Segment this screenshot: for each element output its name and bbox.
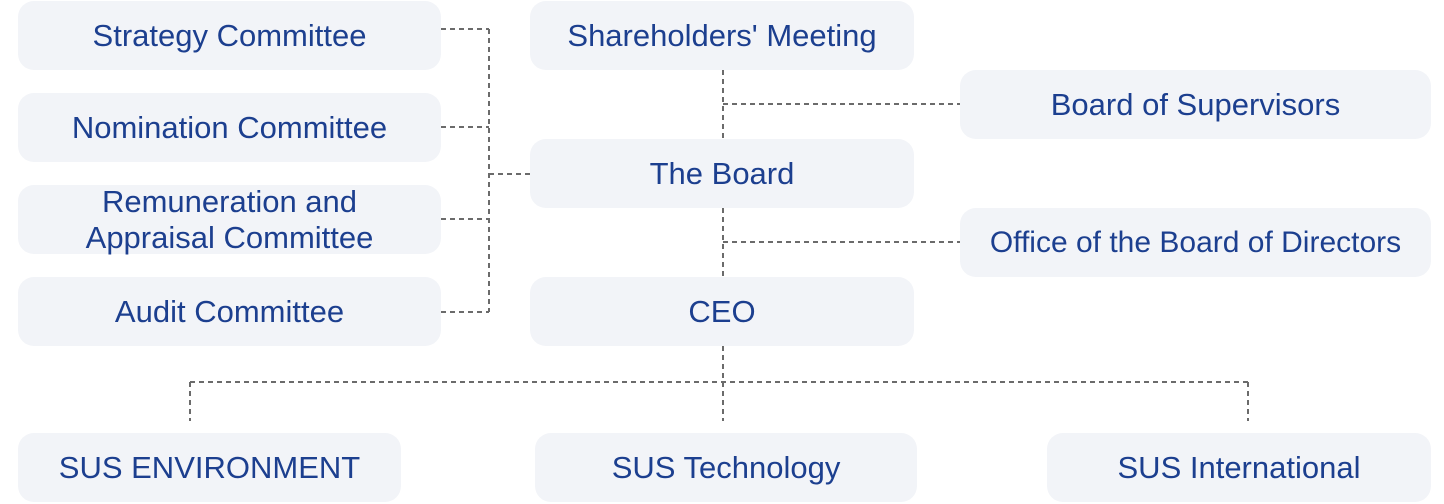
- sus-technology-box: SUS Technology: [535, 433, 917, 502]
- sus-environment-box: SUS ENVIRONMENT: [18, 433, 401, 502]
- board-of-supervisors-label: Board of Supervisors: [1050, 86, 1341, 122]
- nomination-committee-label: Nomination Committee: [71, 109, 388, 145]
- nomination-committee-box: Nomination Committee: [18, 93, 441, 162]
- strategy-committee-label: Strategy Committee: [92, 17, 367, 53]
- board-box: The Board: [530, 139, 914, 208]
- audit-committee-box: Audit Committee: [18, 277, 441, 346]
- remuneration-committee-label-line1: Remuneration and: [101, 183, 358, 219]
- office-of-board-label: Office of the Board of Directors: [989, 225, 1402, 259]
- audit-committee-label: Audit Committee: [114, 293, 345, 329]
- remuneration-committee-box: Remuneration and Appraisal Committee: [18, 183, 441, 255]
- shareholders-meeting-label: Shareholders' Meeting: [567, 17, 877, 53]
- sus-international-box: SUS International: [1047, 433, 1431, 502]
- board-of-supervisors-box: Board of Supervisors: [960, 70, 1431, 139]
- strategy-committee-box: Strategy Committee: [18, 1, 441, 70]
- shareholders-meeting-box: Shareholders' Meeting: [530, 1, 914, 70]
- ceo-label: CEO: [688, 293, 756, 329]
- sus-technology-label: SUS Technology: [611, 449, 841, 485]
- sus-international-label: SUS International: [1117, 449, 1361, 485]
- ceo-box: CEO: [530, 277, 914, 346]
- remuneration-committee-label-line2: Appraisal Committee: [85, 219, 374, 255]
- board-label: The Board: [649, 155, 795, 191]
- office-of-board-box: Office of the Board of Directors: [960, 208, 1431, 277]
- sus-environment-label: SUS ENVIRONMENT: [58, 449, 361, 485]
